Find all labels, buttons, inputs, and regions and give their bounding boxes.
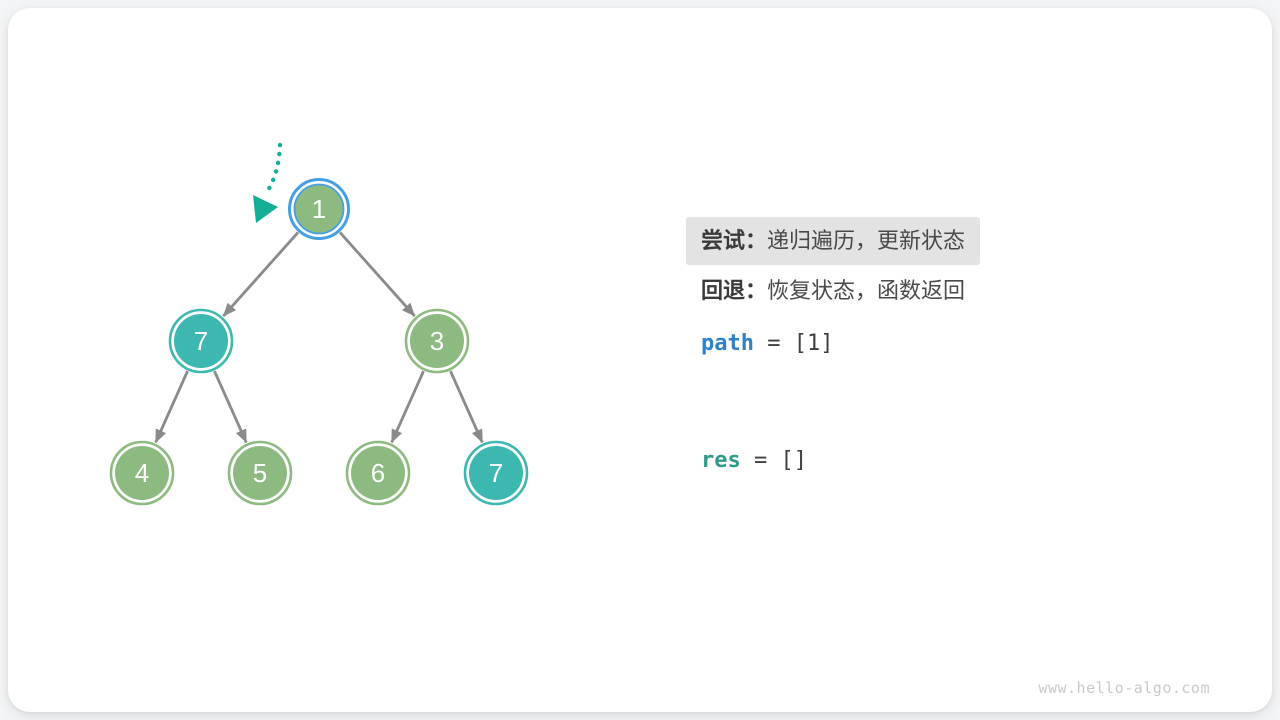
tree-node-1-current: 1 — [288, 178, 350, 240]
tree-node-3: 3 — [404, 308, 470, 374]
node-value-label: 5 — [253, 458, 267, 488]
current-node-pointer-arrowhead-icon — [253, 195, 278, 223]
tree-edge-n7a-n4 — [154, 370, 189, 444]
tree-edge-n3-n6 — [390, 370, 425, 444]
tree-node-7: 7 — [168, 308, 234, 374]
tree-edge-n1-n7a — [222, 231, 300, 317]
tree-node-7: 7 — [463, 440, 529, 506]
tree-node-5: 5 — [227, 440, 293, 506]
node-value-label: 4 — [135, 458, 149, 488]
current-node-pointer-dots — [264, 142, 283, 195]
tree-edge-n3-n7b — [449, 370, 484, 444]
node-value-label: 7 — [194, 326, 208, 356]
tree-node-6: 6 — [345, 440, 411, 506]
node-value-label: 6 — [371, 458, 385, 488]
tree-edge-n1-n3 — [338, 231, 416, 317]
node-value-label: 7 — [489, 458, 503, 488]
node-value-label: 3 — [430, 326, 444, 356]
node-value-label: 1 — [312, 194, 326, 224]
tree-node-4: 4 — [109, 440, 175, 506]
tree-edge-n7a-n5 — [213, 370, 248, 444]
